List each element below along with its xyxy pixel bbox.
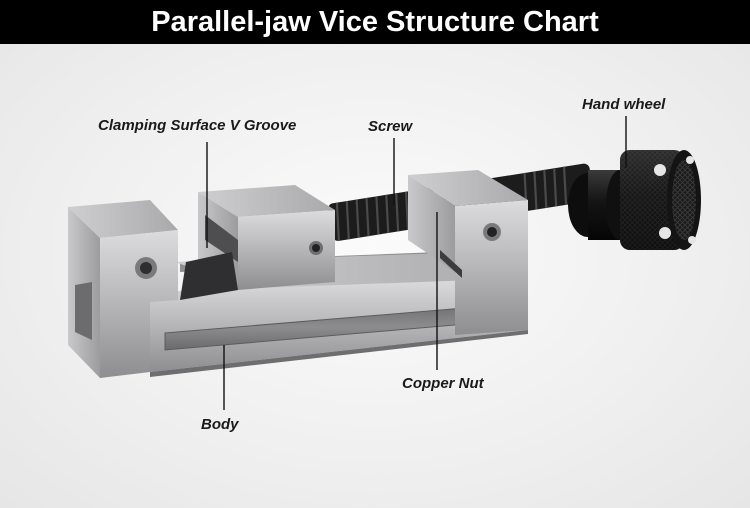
leader-lines [206, 116, 627, 410]
label-screw: Screw [368, 118, 413, 135]
fixed-jaw [408, 170, 528, 335]
chart-title: Parallel-jaw Vice Structure Chart [151, 5, 599, 38]
label-body: Body [201, 416, 239, 433]
title-bar: Parallel-jaw Vice Structure Chart [0, 0, 750, 44]
moving-jaw [180, 185, 335, 300]
hand-wheel [568, 150, 701, 250]
label-copper-nut: Copper Nut [402, 375, 484, 392]
fixed-end-block [68, 200, 178, 378]
label-clamping-surface: Clamping Surface V Groove [98, 117, 297, 134]
label-hand-wheel: Hand wheel [582, 96, 666, 113]
